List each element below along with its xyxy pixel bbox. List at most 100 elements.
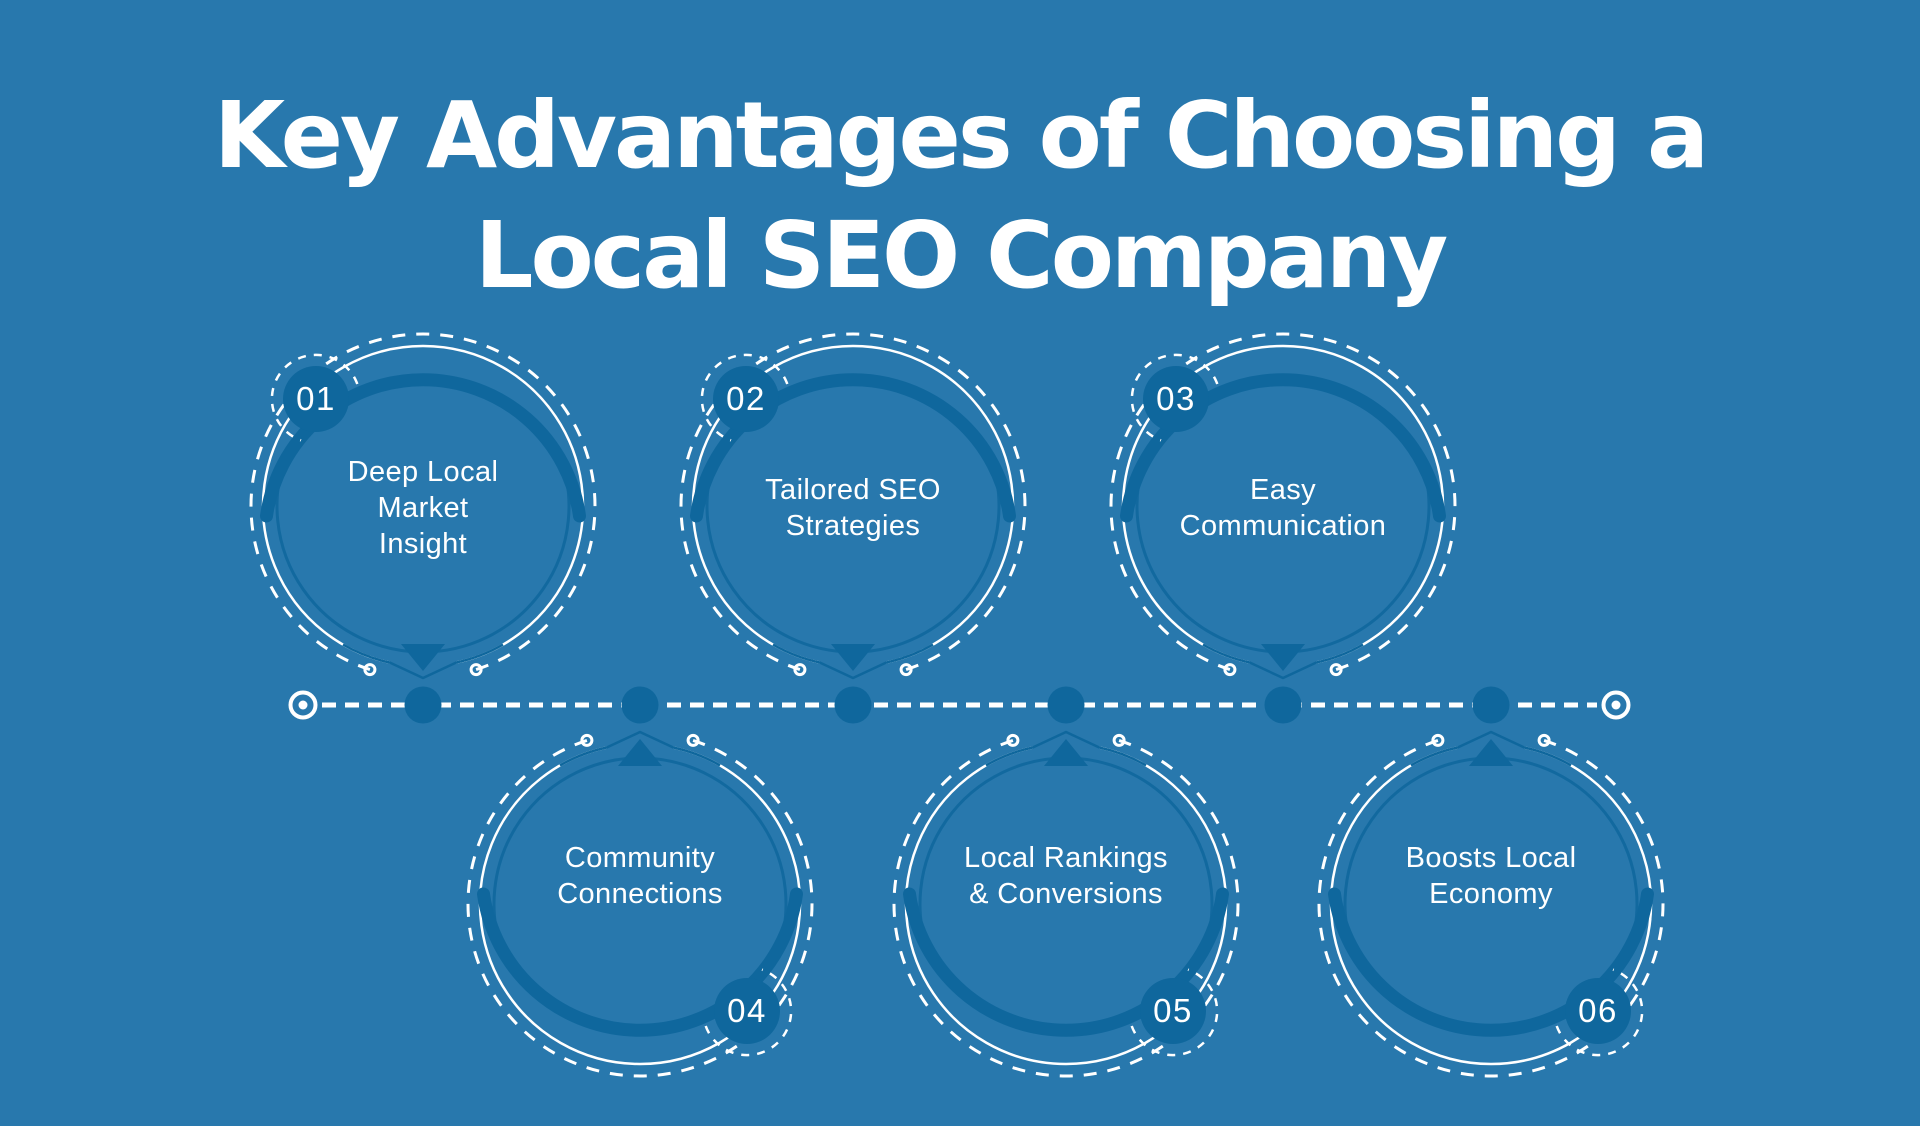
bubble-pointer-outline	[342, 643, 504, 680]
timeline-node-dot	[404, 686, 442, 724]
badge-dashed-arc	[704, 968, 793, 1057]
bubble-progress-arc	[1120, 373, 1446, 523]
bubble-outline	[1121, 344, 1445, 664]
bubble-label-line: Deep Local	[347, 456, 499, 488]
page-title: Key Advantages of Choosing a Local SEO C…	[0, 76, 1920, 316]
bubble-progress-arc	[1328, 887, 1654, 1037]
bubble-outline	[691, 344, 1015, 664]
bubble-dashed-ring	[249, 332, 597, 672]
title-line-1: Key Advantages of Choosing a	[213, 82, 1709, 189]
dashed-ring-end-ring	[1537, 733, 1551, 747]
bubble-outline	[261, 344, 585, 664]
dashed-ring-end-ring	[1006, 733, 1020, 747]
number-badge-circle	[283, 366, 349, 432]
bubble-deco	[249, 332, 597, 680]
bubble-label-line: Strategies	[785, 510, 921, 542]
badge-number: 05	[1153, 992, 1193, 1029]
bubble-deco	[892, 730, 1240, 1078]
pointer-triangle-icon	[1044, 739, 1088, 766]
dashed-ring-end-ring	[469, 663, 483, 677]
bubble-label-line: Insight	[378, 528, 468, 560]
bubble-dashed-ring	[466, 738, 814, 1078]
number-badge-circle	[713, 366, 779, 432]
bullseye-dot-icon	[1611, 700, 1621, 710]
pointer-triangle-icon	[618, 739, 662, 766]
bubble-label-line: Connections	[557, 878, 723, 910]
timeline-node-dot	[834, 686, 872, 724]
badge-number: 04	[727, 992, 767, 1029]
bubble-label-line: Local Rankings	[964, 842, 1168, 874]
dashed-ring-end-ring	[793, 663, 807, 677]
bubble-pointer-outline	[559, 730, 721, 767]
bubble-progress-arc	[260, 373, 586, 523]
bubble-label-line: & Conversions	[969, 878, 1163, 910]
bubble-outline	[478, 746, 802, 1066]
bubble-progress-arc	[903, 887, 1229, 1037]
dashed-ring-end-ring	[686, 733, 700, 747]
timeline-node-dot	[1472, 686, 1510, 724]
badge-dashed-arc	[1130, 968, 1219, 1057]
badge-dashed-arc	[1555, 968, 1644, 1057]
bubble-pointer-outline	[1410, 730, 1572, 767]
bubble-pointer-outline	[1202, 643, 1364, 680]
dashed-ring-end-ring	[1112, 733, 1126, 747]
timeline-endpoint-left	[288, 690, 318, 720]
bullseye-ring-icon	[288, 690, 318, 720]
bubble-pointer-outline	[985, 730, 1147, 767]
pointer-triangle-icon	[1469, 739, 1513, 766]
advantage-bubble-graphic	[1109, 332, 1457, 680]
bubble-pointer-outline	[772, 643, 934, 680]
title-line-2: Local SEO Company	[474, 202, 1448, 309]
timeline-node-dot	[1047, 686, 1085, 724]
bubble-dashed-ring	[1317, 738, 1665, 1078]
badge-number: 06	[1578, 992, 1618, 1029]
bubble-deco	[1317, 730, 1665, 1078]
pointer-triangle-icon	[831, 644, 875, 671]
dashed-ring-end-ring	[1223, 663, 1237, 677]
number-badge-circle	[1143, 366, 1209, 432]
advantage-bubble-graphic	[1317, 730, 1665, 1078]
badge-dashed-arc	[700, 353, 789, 442]
badge-number: 01	[296, 380, 336, 417]
advantage-bubble-graphic	[466, 730, 814, 1078]
number-badge-circle	[714, 978, 780, 1044]
pointer-triangle-icon	[1261, 644, 1305, 671]
bullseye-dot-icon	[298, 700, 308, 710]
bubble-label: Local Rankings & Conversions	[896, 840, 1236, 912]
advantage-bubble-graphic	[892, 730, 1240, 1078]
dashed-ring-end-ring	[1329, 663, 1343, 677]
bubble-label-line: Easy	[1249, 474, 1317, 506]
dashed-ring-end-ring	[580, 733, 594, 747]
timeline-node-dot	[621, 686, 659, 724]
bullseye-ring-icon	[1601, 690, 1631, 720]
timeline-node-dot	[1264, 686, 1302, 724]
timeline-endpoint-right	[1601, 690, 1631, 720]
bubble-dashed-ring	[679, 332, 1027, 672]
bubble-deco	[1109, 332, 1457, 680]
number-badge-circle	[1140, 978, 1206, 1044]
dashed-ring-end-ring	[1431, 733, 1445, 747]
bubble-label-line: Community	[564, 842, 716, 874]
advantage-bubble-graphic	[249, 332, 597, 680]
bubble-label-line: Market	[377, 492, 469, 524]
bubble-deco	[466, 730, 814, 1078]
bubble-progress-arc	[690, 373, 1016, 523]
dashed-ring-end-ring	[899, 663, 913, 677]
badge-number: 02	[726, 380, 766, 417]
badge-dashed-arc	[1130, 353, 1219, 442]
bubble-label-line: Boosts Local	[1405, 842, 1577, 874]
bubble-dashed-ring	[892, 738, 1240, 1078]
bubble-outline	[904, 746, 1228, 1066]
pointer-triangle-icon	[401, 644, 445, 671]
bubble-dashed-ring	[1109, 332, 1457, 672]
bubble-outline	[1329, 746, 1653, 1066]
number-badge-circle	[1565, 978, 1631, 1044]
advantage-bubble-graphic	[679, 332, 1027, 680]
bubble-deco	[679, 332, 1027, 680]
bubble-label-line: Communication	[1179, 510, 1387, 542]
